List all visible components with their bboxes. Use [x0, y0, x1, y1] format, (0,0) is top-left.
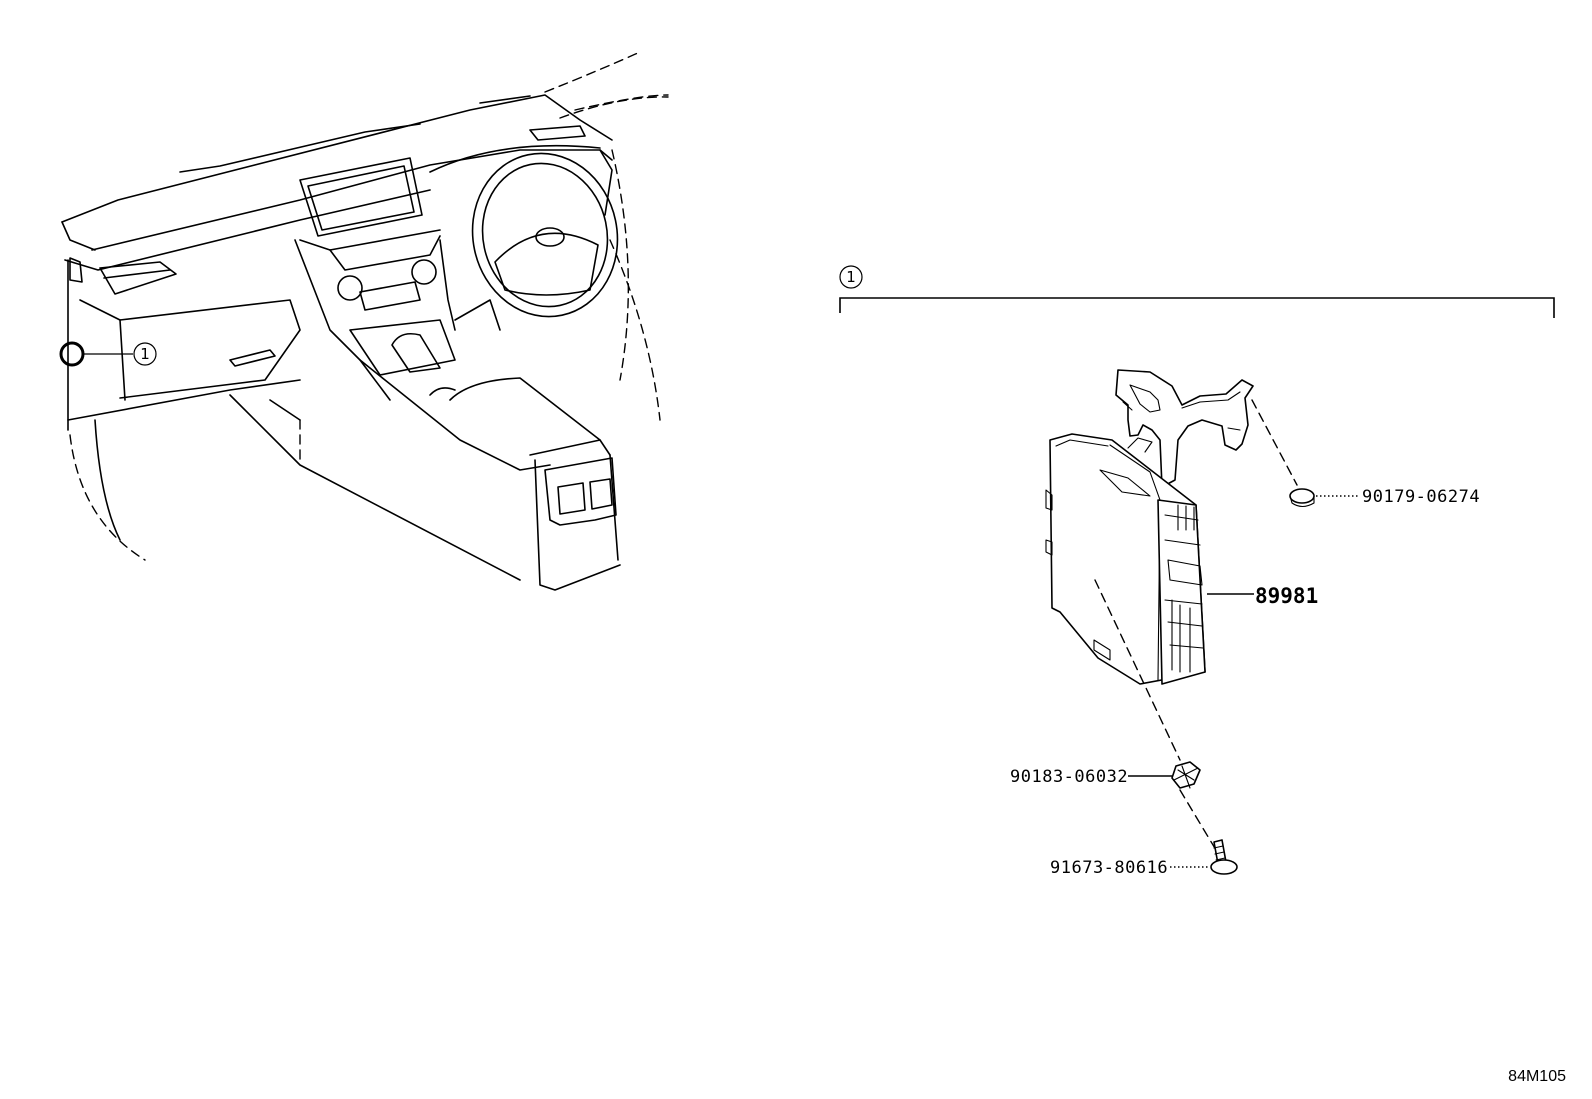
assembly-callout-number: 1: [846, 268, 856, 286]
dashboard-illustration: 1: [59, 51, 669, 591]
screw-part: [1210, 839, 1238, 875]
mounting-bracket: [1115, 369, 1254, 488]
nut-part: [1289, 488, 1315, 508]
location-marker: [59, 341, 85, 367]
ecu-part-number: 89981: [1255, 584, 1318, 608]
clip-part-number: 90183-06032: [1010, 767, 1128, 787]
ecu-module: [1045, 433, 1206, 685]
assembly-group: 1: [839, 265, 1555, 318]
diagram-code: 84M105: [1508, 1068, 1566, 1085]
screw-part-number: 91673-80616: [1050, 858, 1168, 878]
clip-part: [1171, 761, 1201, 789]
vehicle-callout-number: 1: [140, 345, 150, 363]
nut-part-number: 90179-06274: [1362, 487, 1480, 507]
